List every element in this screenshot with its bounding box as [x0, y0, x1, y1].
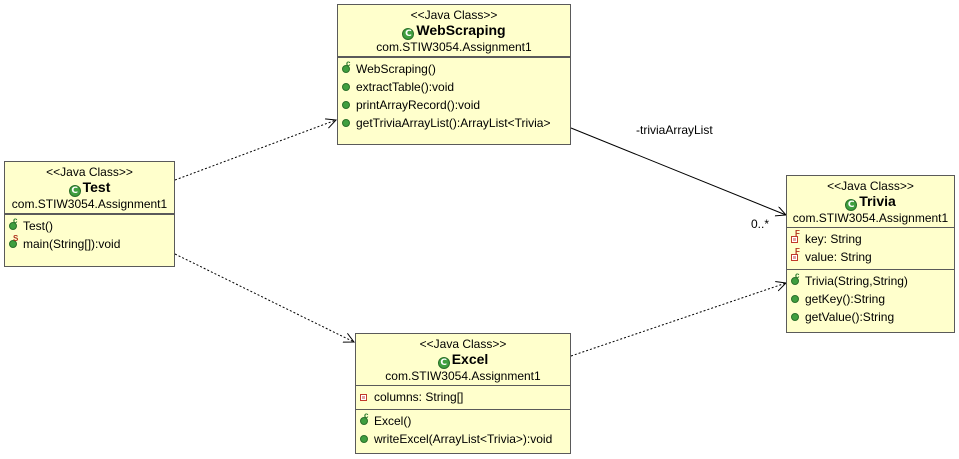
class-c-icon: C: [68, 185, 81, 197]
public-method-icon: [360, 435, 368, 443]
attributes-compartment: columns: String[]: [356, 385, 570, 409]
constructor-icon: [9, 222, 17, 230]
class-c-icon: C: [845, 199, 858, 211]
dependency-test-excel: [174, 253, 354, 342]
package-label: com.STIW3054.Assignment1: [385, 369, 541, 383]
operation: getKey():String: [791, 290, 950, 308]
attributes-compartment: [5, 213, 174, 215]
operation: printArrayRecord():void: [342, 96, 566, 114]
constructor-icon: [360, 417, 368, 425]
attribute: columns: String[]: [360, 388, 566, 406]
class-c-icon: C: [402, 28, 415, 40]
private-field-icon: [791, 254, 798, 261]
package-label: com.STIW3054.Assignment1: [11, 197, 168, 211]
association-multiplicity-label: 0..*: [751, 217, 770, 231]
constructor-icon: [342, 65, 350, 73]
package-label: com.STIW3054.Assignment1: [792, 211, 949, 225]
operation: getValue():String: [791, 308, 950, 326]
association-webscraping-trivia: [570, 127, 786, 215]
operation: getTriviaArrayList():ArrayList<Trivia>: [342, 114, 566, 132]
stereotype-label: <<Java Class>>: [46, 165, 133, 179]
stereotype-label: <<Java Class>>: [827, 179, 914, 193]
dependency-excel-trivia: [570, 283, 786, 357]
public-method-icon: [791, 295, 799, 303]
public-method-icon: [342, 83, 350, 91]
public-method-icon: [342, 119, 350, 127]
static-method-icon: [9, 240, 17, 248]
stereotype-label: <<Java Class>>: [419, 337, 507, 351]
package-label: com.STIW3054.Assignment1: [376, 40, 532, 54]
public-method-icon: [342, 101, 350, 109]
class-c-icon: C: [437, 357, 450, 369]
private-field-icon: [791, 236, 798, 243]
association-role-label: -triviaArrayList: [636, 123, 713, 137]
operation: writeExcel(ArrayList<Trivia>):void: [360, 430, 566, 448]
dependency-test-webscraping: [174, 120, 336, 181]
public-method-icon: [791, 313, 799, 321]
operation: extractTable():void: [342, 78, 566, 96]
stereotype-label: <<Java Class>>: [410, 8, 498, 22]
private-field-icon: [360, 394, 367, 401]
attributes-compartment: [338, 56, 570, 58]
constructor-icon: [791, 277, 799, 285]
